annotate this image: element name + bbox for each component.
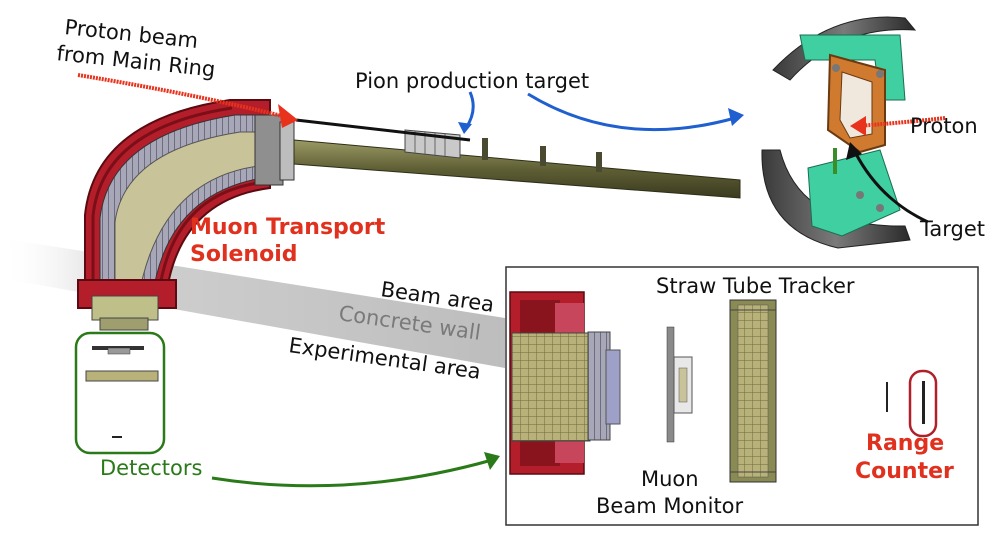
target-label: Target: [919, 217, 985, 241]
range-counter-label: Range: [866, 431, 944, 456]
pion-production-beamline: [293, 118, 741, 199]
solenoid-label-line2: Solenoid: [190, 242, 298, 267]
solenoid-label: Muon Transport: [190, 215, 386, 240]
muon-monitor-label: Muon: [641, 467, 699, 491]
pion-target-arrows: [458, 91, 744, 134]
muon-transport-solenoid: [77, 99, 295, 331]
target-assembly-inset: [761, 16, 946, 249]
pion-target-label: Pion production target: [355, 69, 589, 93]
range-counter-label-line2: Counter: [855, 459, 954, 484]
straw-tracker-label: Straw Tube Tracker: [656, 274, 855, 298]
proton-label: Proton: [910, 114, 978, 138]
detectors-label: Detectors: [100, 456, 202, 480]
experimental-area-box: [505, 266, 979, 526]
muon-monitor-label-line2: Beam Monitor: [596, 494, 744, 518]
detectors-group: [74, 331, 500, 488]
proton-beam-arrow: [77, 73, 298, 128]
